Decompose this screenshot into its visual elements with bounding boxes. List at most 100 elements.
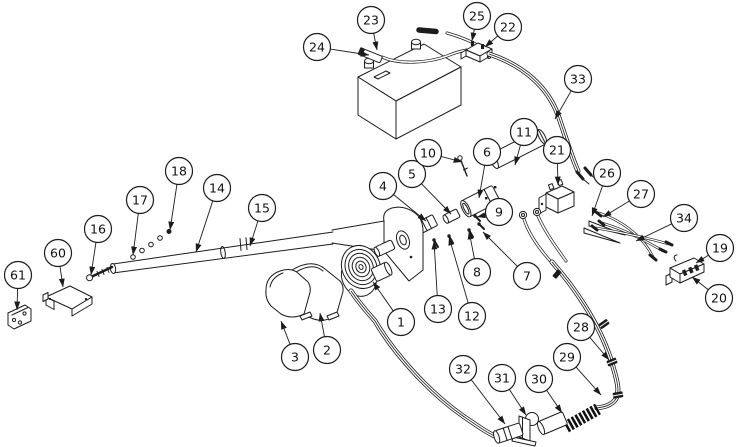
balloon-number-17: 17 [132, 192, 148, 207]
callout-4: 4 [368, 171, 427, 222]
callout-26: 26 [591, 158, 622, 217]
fastener-13 [432, 238, 439, 248]
leader-line-11 [514, 144, 521, 166]
leader-line-33 [554, 90, 572, 120]
callout-27: 27 [602, 179, 656, 218]
callout-31: 31 [487, 363, 527, 416]
leader-line-34 [635, 223, 673, 242]
leader-line-31 [508, 389, 527, 416]
balloon-number-6: 6 [483, 144, 491, 159]
leader-line-17 [131, 213, 139, 256]
leader-line-23 [372, 33, 379, 51]
battery-terminal-positive [411, 38, 421, 50]
balloon-number-33: 33 [570, 71, 586, 86]
bottom-cable-assembly [351, 291, 601, 447]
callout-29: 29 [552, 342, 602, 396]
leader-line-2 [318, 312, 325, 337]
callout-1: 1 [372, 281, 416, 337]
leader-line-26 [591, 185, 603, 217]
balloon-28 [566, 312, 596, 342]
balloon-18 [164, 156, 194, 186]
leader-line-12 [448, 236, 469, 304]
cover-tab [299, 311, 313, 321]
cover-tab [326, 311, 340, 321]
balloon-15 [247, 193, 277, 223]
balloon-22 [493, 12, 523, 42]
balloon-number-24: 24 [309, 39, 325, 54]
ring-terminal [532, 207, 542, 217]
callout-13: 13 [423, 240, 453, 324]
balloon-21 [542, 135, 572, 165]
leader-line-14 [195, 200, 214, 253]
leader-line-6 [477, 165, 486, 199]
balloon-8 [462, 257, 492, 287]
shaft-coupling [373, 239, 396, 257]
balloon-number-22: 22 [500, 19, 516, 34]
link-5 [442, 208, 461, 224]
balloon-23 [356, 5, 386, 35]
balloon-1 [386, 307, 416, 337]
balloon-3 [280, 342, 310, 372]
fasteners-9 [473, 214, 485, 230]
callout-18: 18 [164, 156, 194, 231]
balloon-11 [509, 117, 539, 147]
balloon-number-11: 11 [516, 124, 532, 139]
balloon-34 [669, 203, 699, 233]
leader-line-24 [330, 48, 370, 57]
balloon-number-18: 18 [171, 163, 187, 178]
callout-6: 6 [472, 137, 502, 199]
leader-line-22 [484, 35, 499, 48]
balloon-12 [457, 301, 487, 331]
balloon-32 [448, 354, 478, 384]
leader-line-18 [168, 184, 178, 231]
callout-34: 34 [635, 203, 699, 242]
balloon-number-3: 3 [291, 349, 299, 364]
ground-harness [518, 207, 624, 408]
fitting-32 [493, 422, 524, 444]
balloon-29 [552, 342, 582, 372]
balloon-24 [302, 32, 332, 62]
balloon-33 [563, 64, 593, 94]
pin-10 [457, 155, 468, 177]
balloon-number-29: 29 [559, 349, 575, 364]
balloon-number-2: 2 [323, 342, 331, 357]
balloon-30 [524, 364, 554, 394]
callout-33: 33 [554, 64, 593, 120]
callout-3: 3 [280, 320, 310, 372]
callout-30: 30 [524, 364, 563, 414]
balloon-7 [512, 261, 542, 291]
balloon-9 [484, 197, 514, 227]
leader-line-20 [691, 276, 709, 291]
callout-60: 60 [43, 238, 73, 288]
leader-line-61 [14, 288, 21, 311]
balloon-6 [472, 137, 502, 167]
leader-line-3 [280, 320, 291, 345]
wire-bundle-34 [590, 210, 674, 262]
balloon-31 [487, 363, 517, 393]
cylinder-6 [460, 185, 501, 218]
leader-line-15 [249, 220, 259, 247]
battery-vent-detail [373, 70, 391, 80]
callout-32: 32 [448, 354, 506, 425]
lift-tube [86, 229, 334, 282]
balloon-number-12: 12 [464, 308, 480, 323]
connector-pin [681, 269, 688, 277]
ring-terminal [518, 210, 528, 220]
breaker-stud [471, 41, 474, 46]
balloon-number-21: 21 [549, 142, 565, 157]
leader-line-30 [546, 389, 563, 414]
cable-clip [598, 319, 610, 329]
balloon-number-15: 15 [254, 200, 270, 215]
balloon-4 [368, 171, 398, 201]
leader-line-29 [575, 366, 602, 396]
callout-17: 17 [125, 185, 155, 256]
mounting-plate [383, 206, 424, 282]
callout-15: 15 [247, 193, 277, 247]
balloon-19 [705, 233, 735, 263]
leader-line-28 [589, 337, 610, 361]
cable-clip [552, 269, 562, 279]
callout-25: 25 [462, 1, 492, 42]
balloon-number-9: 9 [495, 204, 503, 219]
callout-21: 21 [542, 135, 572, 186]
